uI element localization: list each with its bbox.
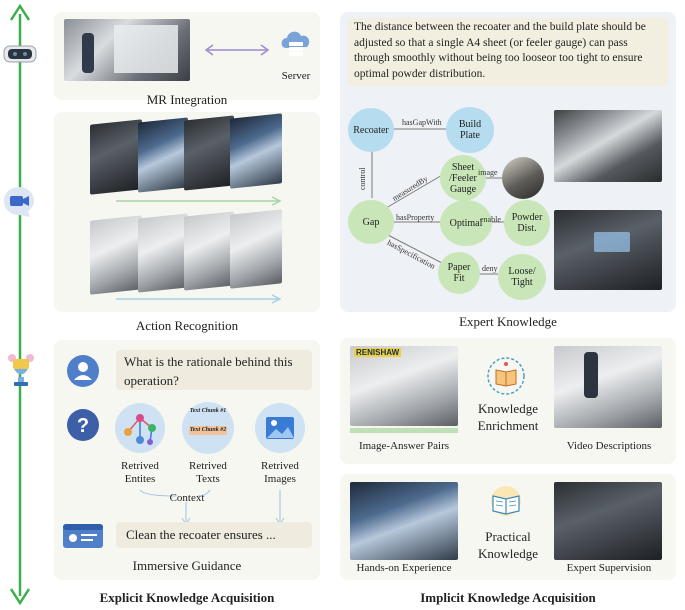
practical-knowledge-title: Practical Knowledge xyxy=(478,529,538,561)
guidance-panel: What is the rationale behind this operat… xyxy=(54,340,320,580)
node-build-plate: Build Plate xyxy=(446,107,494,153)
expert-supervision-caption: Expert Supervision xyxy=(566,562,652,574)
statement-box xyxy=(348,18,668,86)
renishaw-brand: RENISHAW xyxy=(354,348,402,357)
retrieved-images-label: Retrived Images xyxy=(261,460,299,485)
retrieved-texts-circle: Text Chunk #1 Text Chunk #2 xyxy=(182,402,234,454)
retrieved-entities-graph-icon xyxy=(115,403,165,453)
edge-hasgapwith: hasGapWith xyxy=(402,118,442,127)
open-book-icon xyxy=(491,486,521,516)
edge-hasproperty: hasProperty xyxy=(396,213,435,222)
answer-bubble: Clean the recoater ensures ... xyxy=(116,522,312,548)
node-recoater: Recoater xyxy=(348,108,394,152)
image-answer-caption: Image-Answer Pairs xyxy=(358,440,450,452)
node-powder-dist: Powder Dist. xyxy=(504,200,550,246)
sequence-arrow-bottom xyxy=(116,294,282,304)
retrieved-entities-label: Retrived Entites xyxy=(121,460,159,485)
retrieved-texts-label: Retrived Texts xyxy=(189,460,227,485)
mr-person xyxy=(82,33,94,73)
action-recognition-caption: Action Recognition xyxy=(135,318,239,333)
expert-statement: The distance between the recoater and th… xyxy=(354,21,646,80)
frame-3 xyxy=(184,115,234,191)
timeline-arrow xyxy=(9,3,31,606)
expert-supervision-photo xyxy=(554,482,662,560)
mr-integration-panel: Server xyxy=(54,12,320,100)
practical-knowledge-panel: Practical Knowledge Hands-on Experience … xyxy=(340,474,676,580)
mr-integration-caption: MR Integration xyxy=(146,92,228,107)
video-camera-icon xyxy=(4,187,34,217)
edge-control: control xyxy=(358,167,367,190)
frame-1 xyxy=(90,119,142,195)
node-paper-fit: Paper Fit xyxy=(438,252,480,294)
bidirectional-arrow-icon xyxy=(204,44,270,56)
book-icon xyxy=(487,357,525,395)
frame-4 xyxy=(230,113,282,189)
hands-on-photo xyxy=(350,482,458,560)
context-label: Context xyxy=(169,492,205,504)
question-mark-icon: ? xyxy=(67,409,99,441)
trophy-icon xyxy=(8,354,34,386)
glove-highlight xyxy=(594,232,630,252)
edge-image: image xyxy=(478,168,498,177)
video-description-caption: Video Descriptions xyxy=(566,440,652,452)
frame-6 xyxy=(138,213,188,293)
vr-headset-icon xyxy=(3,45,37,63)
text-chunk-2: Text Chunk #2 xyxy=(189,426,227,435)
expert-knowledge-panel: The distance between the recoater and th… xyxy=(340,12,676,312)
node-gap: Gap xyxy=(348,200,394,244)
action-recognition-panel xyxy=(54,112,320,312)
node-sheet-feeler-gauge: Sheet /Feeler Gauge xyxy=(440,155,486,201)
frame-5 xyxy=(90,215,142,295)
explicit-footer: Explicit Knowledge Acquisition xyxy=(99,590,275,605)
knowledge-enrichment-title: Knowledge Enrichment xyxy=(477,401,539,433)
implicit-footer: Implicit Knowledge Acquisition xyxy=(420,590,596,605)
image-answer-photo: RENISHAW xyxy=(350,346,458,426)
supervisor-figure xyxy=(584,352,598,398)
gauge-insert-photo xyxy=(554,210,662,290)
user-avatar-icon xyxy=(67,355,99,387)
frame-8 xyxy=(230,209,282,289)
question-bubble: What is the rationale behind this operat… xyxy=(116,350,312,390)
svg-text:?: ? xyxy=(77,415,89,437)
mr-photo xyxy=(64,19,190,81)
hands-on-caption: Hands-on Experience xyxy=(356,562,452,574)
text-chunk-1: Text Chunk #1 xyxy=(189,408,227,414)
knowledge-graph-edges xyxy=(371,128,506,275)
server-label: Server xyxy=(281,70,311,82)
frame-2 xyxy=(138,117,188,193)
video-description-photo xyxy=(554,346,662,428)
edge-enable: enable xyxy=(480,215,501,224)
sequence-arrow-top xyxy=(116,196,282,206)
retrieved-images-icon xyxy=(255,403,305,453)
expert-knowledge-caption: Expert Knowledge xyxy=(459,314,557,329)
id-card-icon xyxy=(63,524,103,548)
feeler-gauge-photo xyxy=(502,157,544,199)
node-loose-tight: Loose/ Tight xyxy=(498,254,546,300)
cloud-server-icon xyxy=(281,31,310,56)
mr-overlay-screen xyxy=(114,25,178,73)
immersive-guidance-caption: Immersive Guidance xyxy=(132,558,242,573)
edge-deny: deny xyxy=(482,264,498,273)
frame-7 xyxy=(184,211,234,291)
node-optimal: Optimal xyxy=(440,200,492,246)
image-answer-bar xyxy=(350,428,458,433)
knowledge-enrichment-panel: RENISHAW Knowledge Enrichment Image-Answ… xyxy=(340,338,676,464)
recoater-photo xyxy=(554,110,662,182)
